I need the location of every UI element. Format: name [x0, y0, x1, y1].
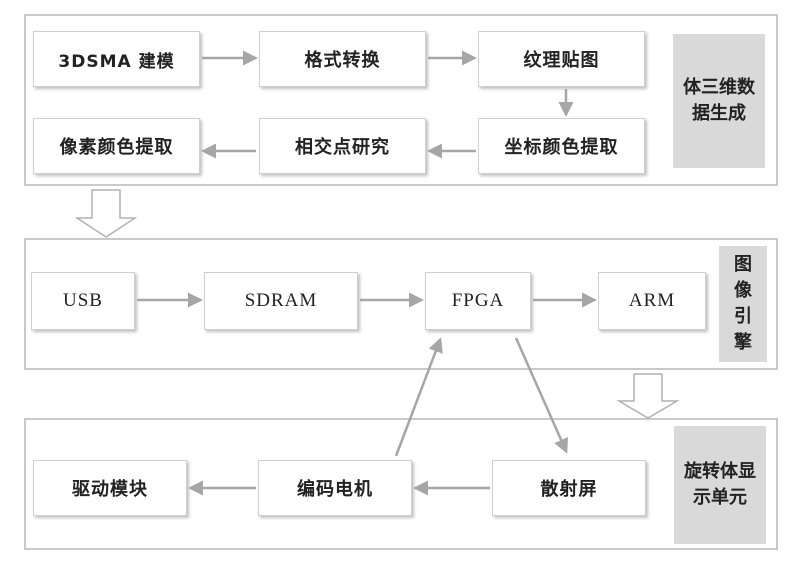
- box-pixel-color-extraction: 像素颜色提取: [33, 118, 200, 174]
- box-sdram: SDRAM: [204, 272, 358, 330]
- block-arrow-panel1-to-panel2: [74, 189, 138, 238]
- box-coordinate-color-extraction: 坐标颜色提取: [478, 118, 645, 174]
- arrow-fpga-to-screen: [514, 337, 569, 454]
- box-encoder-motor: 编码电机: [258, 460, 412, 516]
- box-usb: USB: [31, 272, 135, 330]
- box-scattering-screen: 散射屏: [492, 460, 646, 516]
- box-arm: ARM: [598, 272, 706, 330]
- tag-image-engine-label: 图像引擎: [734, 254, 752, 353]
- block-arrow-panel2-to-panel3: [616, 373, 680, 419]
- box-texture-mapping: 纹理贴图: [478, 31, 645, 87]
- box-3dsma-modeling: 3DSMA 建模: [33, 31, 200, 87]
- tag-image-engine: 图像引擎: [719, 246, 767, 362]
- tag-display-unit-label: 旋转体显示单元: [684, 461, 756, 508]
- tag-display-unit: 旋转体显示单元: [674, 426, 766, 544]
- box-intersection-study: 相交点研究: [259, 118, 426, 174]
- box-drive-module: 驱动模块: [33, 460, 187, 516]
- tag-data-generation-label: 体三维数据生成: [683, 77, 755, 124]
- tag-data-generation: 体三维数据生成: [673, 34, 765, 168]
- box-fpga: FPGA: [425, 272, 531, 330]
- box-format-conversion: 格式转换: [259, 31, 426, 87]
- arrow-encoder-to-fpga: [394, 337, 443, 457]
